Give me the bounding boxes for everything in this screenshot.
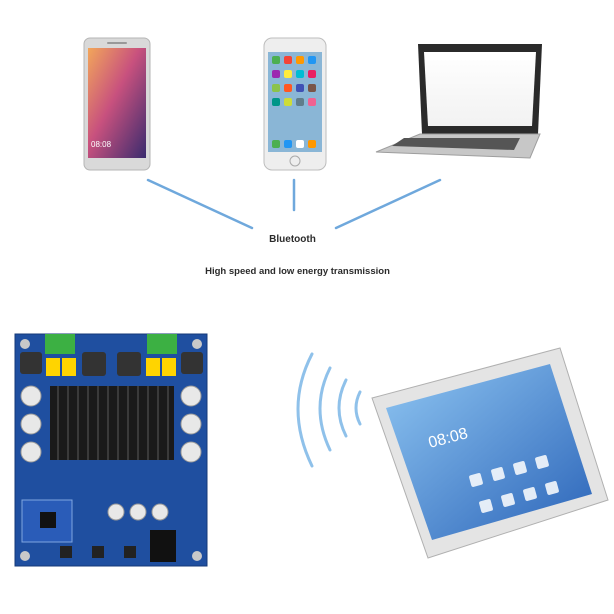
heatsink [50,386,174,460]
laptop [375,44,542,159]
bluetooth-label: Bluetooth [269,234,316,245]
tagline: High speed and low energy transmission [205,266,390,277]
android-phone: 08:08 [83,37,151,171]
chip [40,512,56,528]
electrolytic-capacitors [20,385,202,521]
amplifier-board [14,333,208,567]
capacitors-yellow [46,358,176,376]
home-button-icon [289,155,301,167]
iphone [263,37,327,171]
mounting-holes [20,339,202,561]
inductors [20,352,203,376]
screw-terminals [45,334,177,354]
push-buttons [60,546,136,558]
smartphone: 08:08 [371,347,609,559]
audio-jack [150,530,176,562]
wifi-signal-icon [296,352,362,468]
app-icon-grid [272,56,316,148]
bluetooth-link-lines [146,178,442,230]
android-clock: 08:08 [91,140,112,149]
smartphone-app-icons [469,455,559,513]
